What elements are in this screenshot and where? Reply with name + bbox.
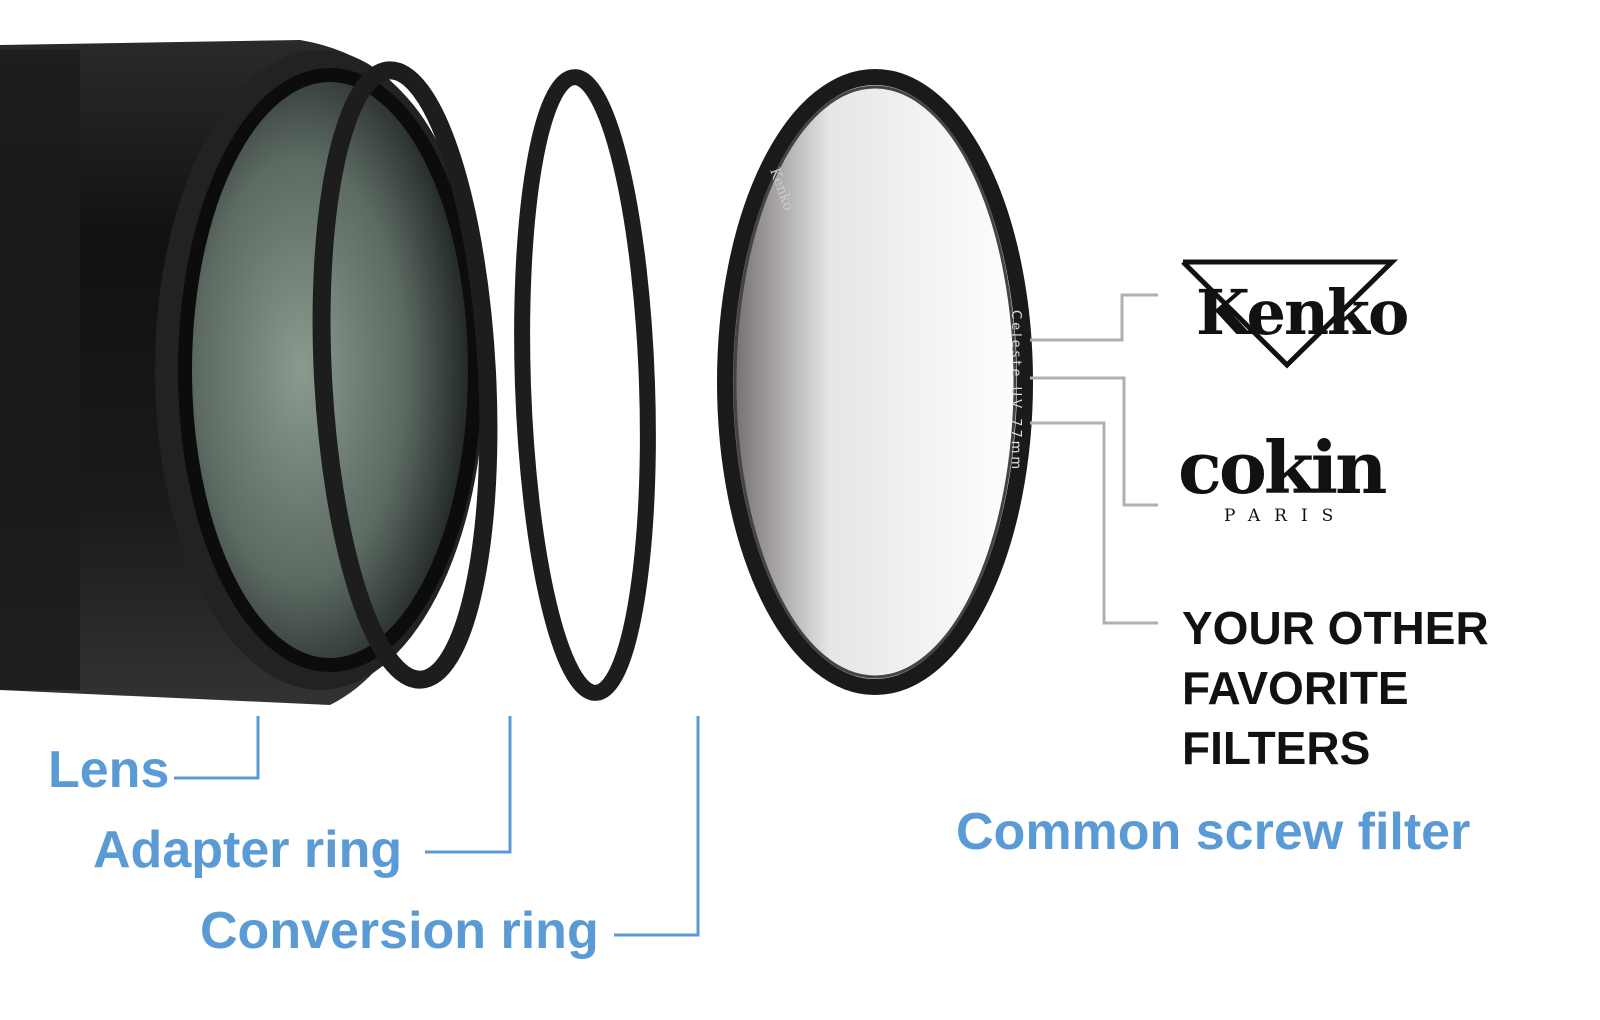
- label-conversion-ring: Conversion ring: [200, 902, 599, 960]
- filter-model-print: Celeste UV 77mm: [1008, 310, 1023, 472]
- kenko-logo-triangle: [1181, 259, 1399, 369]
- label-adapter-ring: Adapter ring: [93, 821, 403, 879]
- cokin-logo-subtitle: PARIS: [1224, 506, 1348, 526]
- other-filters-text: YOUR OTHER FAVORITE FILTERS: [1182, 598, 1489, 778]
- leader-lines-gray: [1030, 293, 1158, 625]
- other-filters-line: FAVORITE: [1182, 662, 1409, 714]
- cokin-logo: cokin: [1178, 425, 1387, 510]
- leader-lines-blue: [174, 716, 700, 937]
- lens-body: [0, 40, 485, 705]
- other-filters-line: FILTERS: [1182, 722, 1371, 774]
- screw-filter: Kenko Celeste UV 77mm: [717, 69, 1033, 695]
- label-lens: Lens: [48, 741, 170, 799]
- label-common-screw-filter: Common screw filter: [956, 803, 1471, 861]
- conversion-ring: [514, 69, 656, 701]
- adapter-ring: [312, 61, 498, 689]
- kenko-logo: Kenko: [1196, 276, 1409, 349]
- other-filters-line: YOUR OTHER: [1182, 602, 1489, 654]
